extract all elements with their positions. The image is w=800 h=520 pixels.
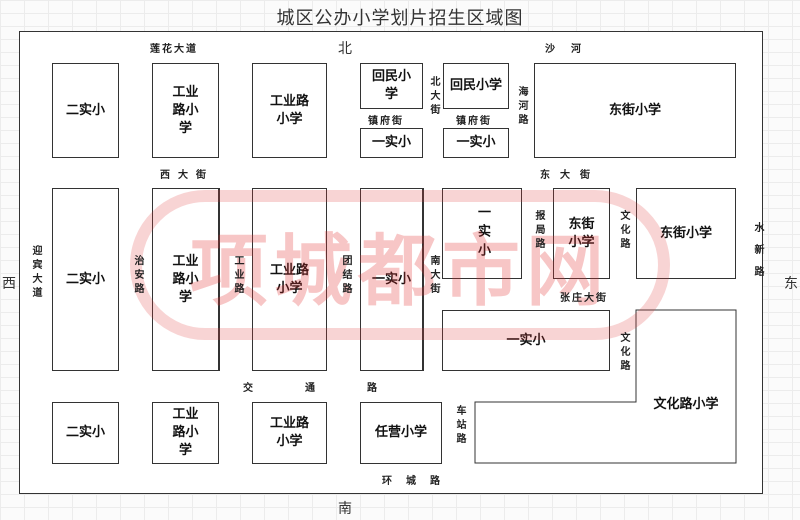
school-zone-block: 任营小学 [360, 402, 442, 464]
road-tuanjie: 团结路 [340, 255, 351, 297]
school-zone-block: 一实小 [442, 188, 522, 279]
road-shahe: 沙河 [545, 44, 597, 55]
school-zone-block: 工业路小学 [152, 402, 219, 464]
school-zone-block: 二实小 [52, 188, 119, 371]
road-haihelu: 海河路 [516, 86, 527, 128]
school-zone-block: 回民小学 [360, 63, 423, 109]
road-zhenfujie-1: 镇府街 [368, 116, 404, 127]
road-wenhua-1: 文化路 [618, 210, 629, 252]
road-xidajie: 西大街 [160, 170, 214, 181]
direction-west: 西 [2, 276, 16, 292]
school-zone-block: 工业路小学 [252, 63, 327, 158]
school-zone-block: 工业路小学 [252, 402, 327, 464]
road-nandajie: 南大街 [428, 255, 439, 297]
road-wenhua-2: 文化路 [618, 332, 629, 374]
road-gongye: 工业路 [232, 255, 243, 297]
road-dongdajie: 东大街 [540, 170, 600, 181]
road-zhangzhuang: 张庄大街 [560, 293, 608, 304]
school-zone-block: 一实小 [443, 128, 509, 158]
school-zone-block: 二实小 [52, 402, 119, 464]
road-jiaotong: 交通路 [243, 383, 429, 394]
school-zone-block: 二实小 [52, 63, 119, 158]
school-zone-block: 一实小 [360, 188, 423, 371]
road-baoju: 报局路 [533, 210, 544, 252]
school-zone-block: 工业路小学 [152, 188, 219, 371]
school-zone-l-shape [474, 309, 737, 464]
road-lianhua: 莲花大道 [150, 44, 198, 55]
school-zone-block: 东街小学 [553, 188, 610, 279]
school-zone-block: 工业路小学 [152, 63, 219, 158]
road-beidajie: 北大街 [428, 76, 439, 118]
road-zhenfujie-2: 镇府街 [456, 116, 492, 127]
school-zone-block: 东街小学 [636, 188, 736, 279]
road-shuixin: 水新路 [752, 222, 763, 288]
map-title: 城区公办小学划片招生区域图 [276, 8, 524, 29]
direction-north: 北 [338, 41, 352, 57]
school-zone-block: 一实小 [442, 310, 610, 371]
school-zone-block: 回民小学 [443, 63, 509, 109]
road-chezhan: 车站路 [454, 405, 465, 447]
direction-east: 东 [784, 276, 798, 292]
road-yingbin: 迎宾大道 [30, 245, 41, 301]
road-zhian: 治安路 [132, 255, 143, 297]
school-zone-block: 东街小学 [534, 63, 736, 158]
school-zone-block: 一实小 [360, 128, 423, 158]
school-zone-label: 文化路小学 [653, 397, 719, 412]
road-huancheng: 环城路 [382, 476, 454, 487]
school-zone-block: 工业路小学 [252, 188, 327, 371]
direction-south: 南 [338, 501, 352, 517]
